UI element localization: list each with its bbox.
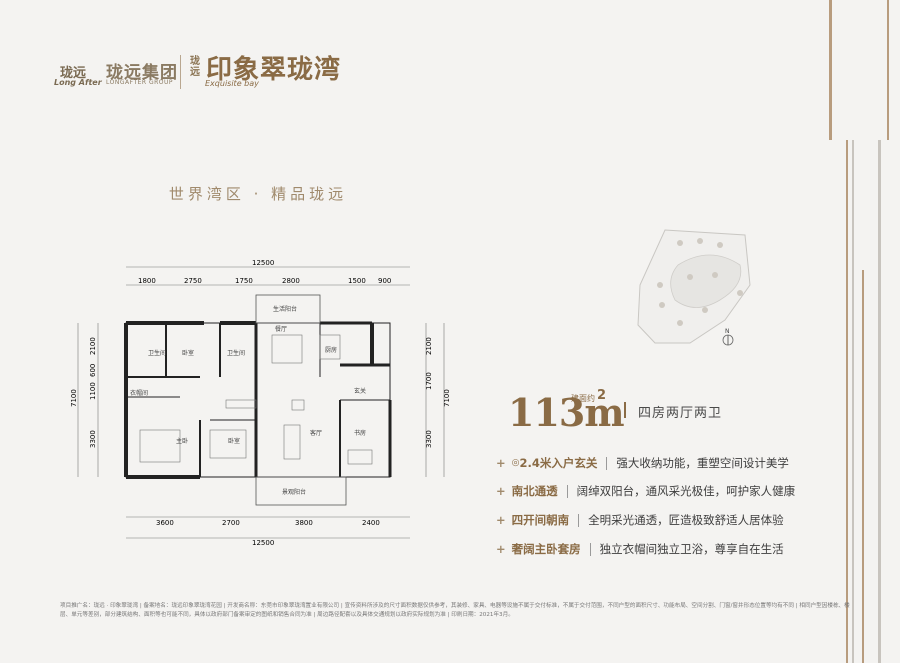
svg-text:600: 600: [89, 364, 97, 377]
svg-text:1500: 1500: [348, 277, 366, 285]
site-plan: N: [637, 229, 751, 346]
svg-text:900: 900: [378, 277, 391, 285]
room-bath-2: 卫生间: [227, 349, 245, 357]
svg-text:2750: 2750: [184, 277, 202, 285]
feature-title: 四开间朝南: [511, 513, 570, 527]
top-total-dim: 12500: [252, 259, 274, 267]
svg-text:12500: 12500: [252, 539, 274, 545]
plus-icon: +: [496, 484, 506, 498]
room-kitchen: 厨房: [325, 346, 337, 354]
room-cloakroom: 衣帽间: [130, 389, 148, 397]
plus-icon: +: [496, 542, 506, 556]
room-view-balcony: 景观阳台: [282, 488, 306, 496]
room-dining: 餐厅: [275, 325, 287, 333]
feature-divider: [566, 484, 568, 498]
room-entrance: 玄关: [354, 387, 366, 395]
brand-group-logo-en: LONGAFTER GROUP: [106, 79, 174, 86]
svg-text:1100: 1100: [89, 382, 97, 400]
area-superscript: 2: [597, 388, 607, 403]
area-number: 113m: [508, 390, 625, 435]
layout-type: 四房两厅两卫: [638, 406, 723, 421]
room-living: 客厅: [310, 429, 322, 437]
svg-text:7100: 7100: [443, 389, 450, 407]
brand-group-logo: 珑远集团: [106, 63, 178, 83]
room-life-balcony: 生活阳台: [273, 305, 297, 313]
svg-text:2400: 2400: [362, 519, 380, 527]
svg-text:2700: 2700: [222, 519, 240, 527]
feature-item: + ◎ 2.4米入户玄关 强大收纳功能，重塑空间设计美学: [496, 454, 789, 472]
svg-text:3600: 3600: [156, 519, 174, 527]
room-bath-1: 卫生间: [148, 349, 166, 357]
feature-desc: 阔绰双阳台，通风采光极佳，呵护家人健康: [576, 484, 796, 498]
feature-title: 2.4米入户玄关: [519, 456, 598, 470]
plus-icon: +: [496, 456, 506, 470]
feature-desc: 全明采光通透，匠造极致舒适人居体验: [588, 513, 784, 527]
feature-item: + 四开间朝南 全明采光通透，匠造极致舒适人居体验: [496, 511, 784, 529]
brand-small-logo-en: Long After: [54, 78, 102, 87]
stripe-4: [852, 140, 854, 663]
svg-text:7100: 7100: [70, 389, 78, 407]
stripe-2: [887, 0, 889, 140]
area-divider: [624, 402, 626, 418]
project-name-en: Exquisite bay: [205, 79, 259, 88]
stripe-6: [878, 140, 881, 663]
stripe-3: [846, 140, 848, 663]
footer-disclaimer: 项目推广名：珑远 · 印象翠珑湾 | 备案地名：珑远印象翠珑湾花园 | 开发商名…: [60, 603, 850, 618]
svg-text:2100: 2100: [425, 337, 433, 355]
svg-text:2100: 2100: [89, 337, 97, 355]
svg-text:1800: 1800: [138, 277, 156, 285]
feature-desc: 强大收纳功能，重塑空间设计美学: [616, 456, 789, 470]
feature-divider: [606, 456, 608, 470]
svg-text:N: N: [725, 328, 730, 335]
logo-divider: [180, 55, 181, 89]
svg-text:3300: 3300: [425, 430, 433, 448]
feature-title: 南北通透: [511, 484, 558, 498]
feature-divider: [578, 513, 580, 527]
feature-item: + 奢阔主卧套房 独立衣帽间独立卫浴，尊享自在生活: [496, 540, 784, 558]
room-study: 书房: [354, 429, 366, 437]
feature-title: 奢阔主卧套房: [511, 542, 581, 556]
project-name: 印象翠珑湾: [206, 55, 342, 85]
brand-small-logo: 珑远: [60, 66, 87, 81]
plus-icon: +: [496, 513, 506, 527]
floor-plan: 12500 1800 2750 1750 2800 1500 900 3600 …: [70, 259, 450, 545]
stripe-1: [829, 0, 832, 140]
slogan: 世界湾区 · 精品珑远: [168, 185, 348, 203]
feature-prefix: ◎: [511, 458, 520, 468]
stripe-5: [862, 270, 864, 663]
svg-text:1750: 1750: [235, 277, 253, 285]
room-bedroom-3: 卧室: [228, 437, 240, 445]
feature-divider: [589, 542, 591, 556]
svg-text:3300: 3300: [89, 430, 97, 448]
area-label: 建面约: [571, 394, 595, 403]
project-prefix: 珑远: [190, 56, 200, 78]
room-master: 主卧: [176, 437, 188, 445]
feature-desc: 独立衣帽间独立卫浴，尊享自在生活: [599, 542, 784, 556]
room-bedroom-1: 卧室: [182, 349, 194, 357]
svg-text:3800: 3800: [295, 519, 313, 527]
svg-text:2800: 2800: [282, 277, 300, 285]
svg-text:1700: 1700: [425, 372, 433, 390]
feature-item: + 南北通透 阔绰双阳台，通风采光极佳，呵护家人健康: [496, 482, 795, 500]
